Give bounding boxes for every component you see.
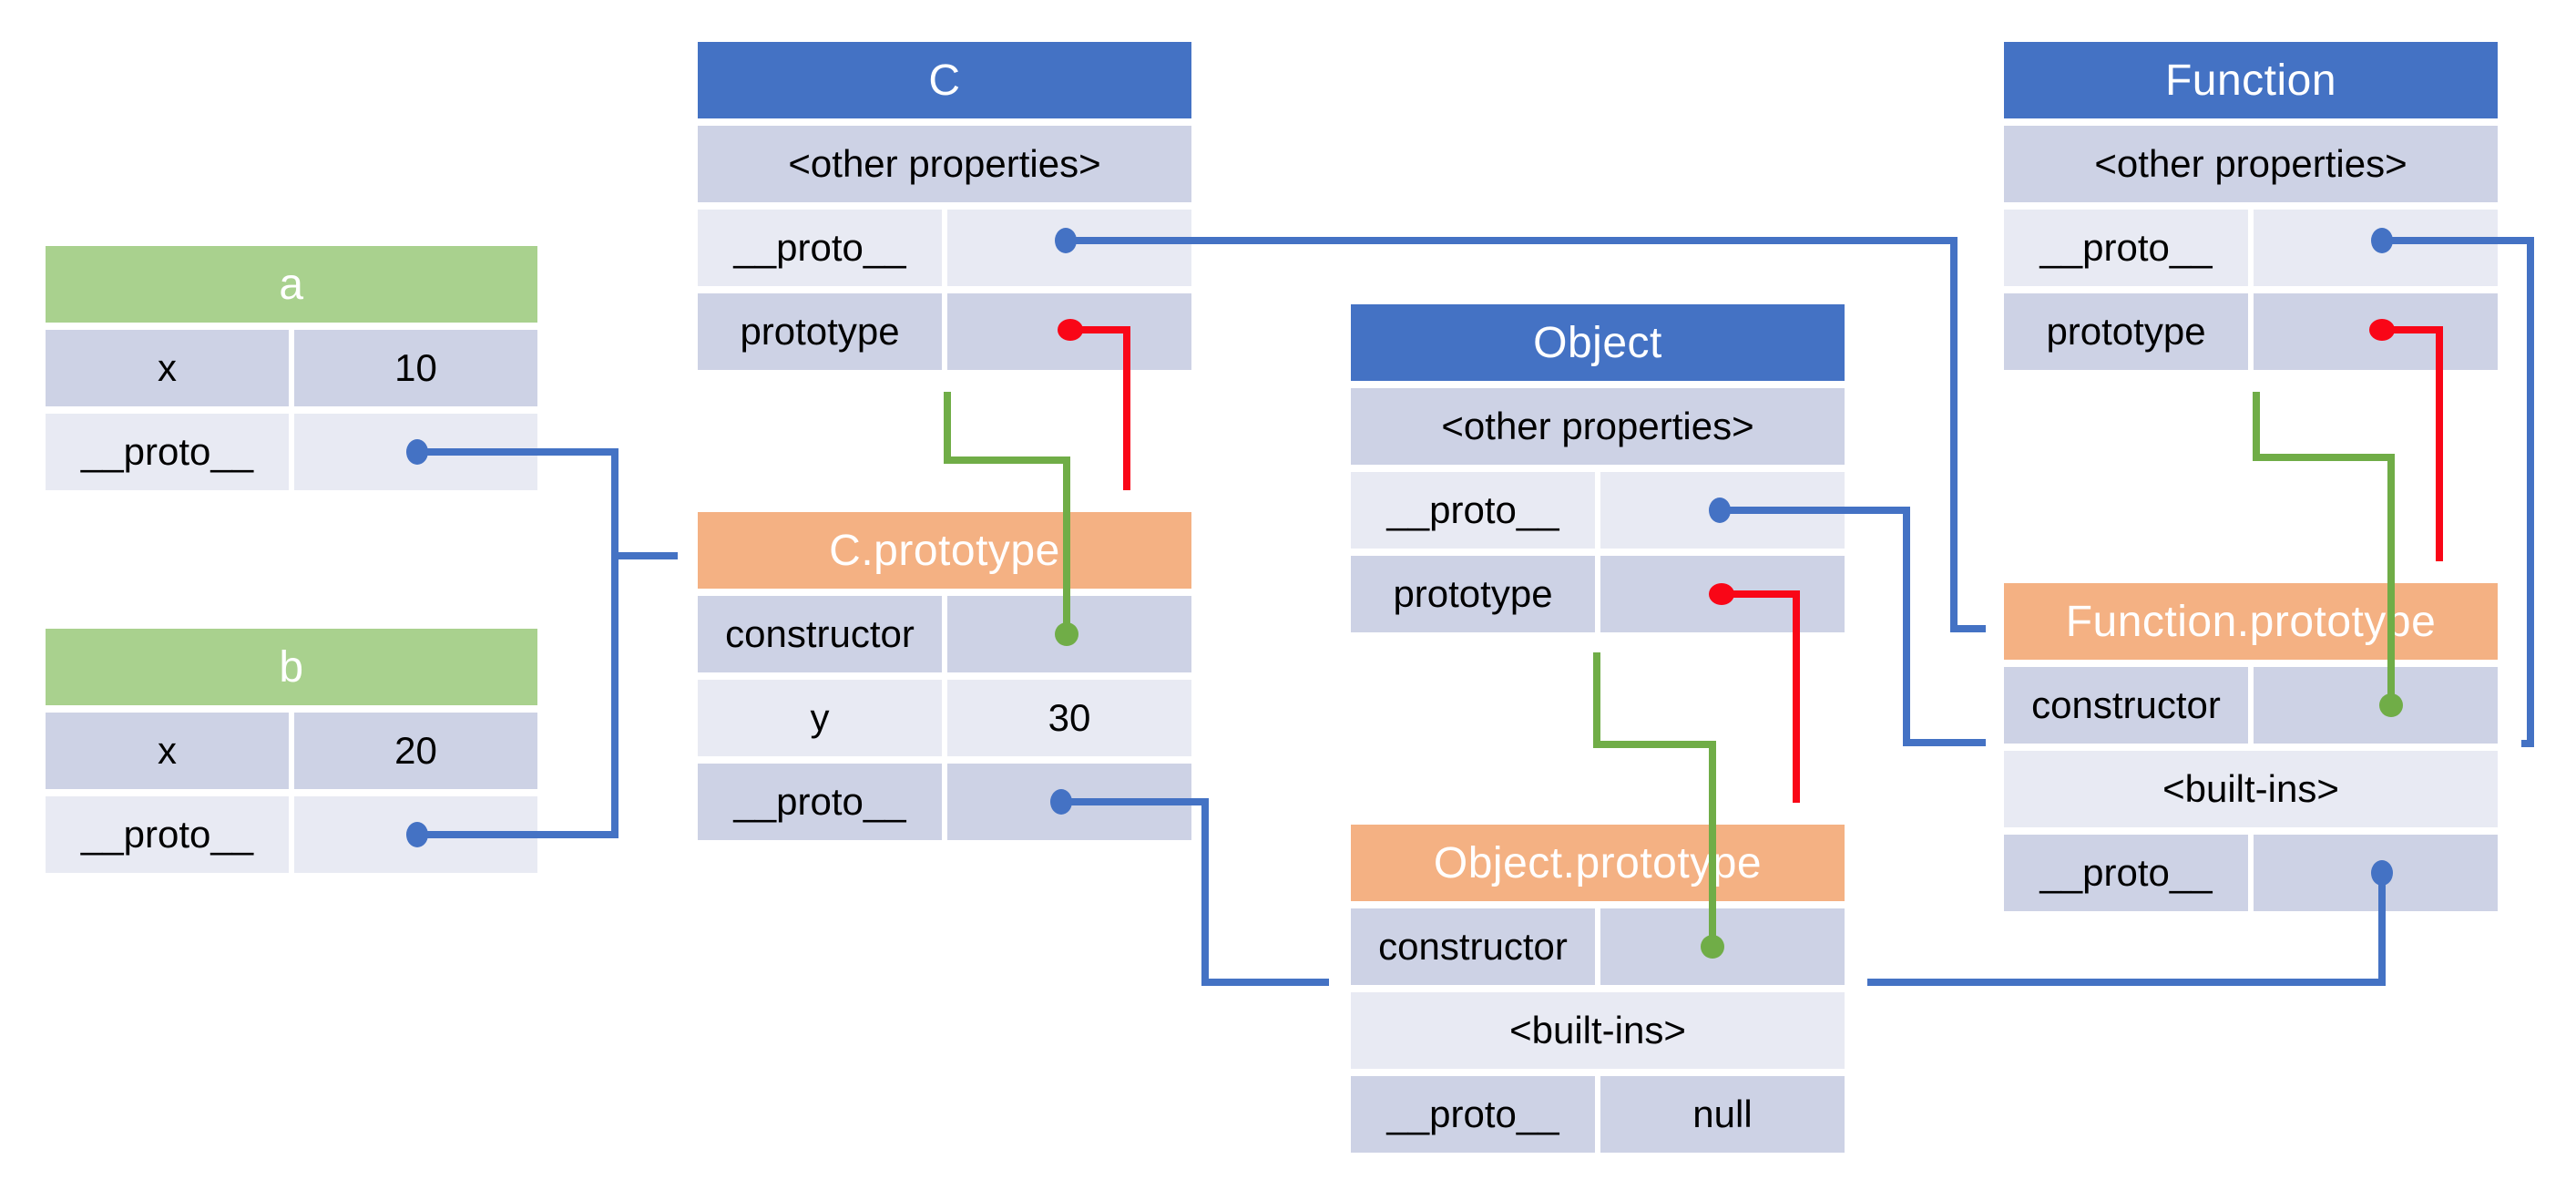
table-row: prototype [2004,293,2498,370]
property-name-cell: __proto__ [698,764,942,840]
table-row: <other properties> [1351,388,1845,465]
property-value-cell [294,796,537,873]
property-name-cell: prototype [698,293,942,370]
property-value-cell [1600,908,1845,985]
table-row: <built-ins> [1351,992,1845,1069]
property-name-cell: y [698,680,942,756]
table-row: __proto__ [1351,472,1845,549]
table-c: C <other properties> __proto__ prototype [698,42,1191,370]
property-name-cell: <built-ins> [1351,992,1845,1069]
property-value-cell [1600,472,1845,549]
property-name-cell: prototype [1351,556,1595,632]
table-header: Function.prototype [2004,583,2498,660]
table-function: Function <other properties> __proto__ pr… [2004,42,2498,370]
property-name-cell: __proto__ [2004,835,2248,911]
table-row: __proto__ [46,414,537,490]
table-row: __proto__ [2004,835,2498,911]
property-value-cell [947,596,1191,672]
property-value-cell [1600,556,1845,632]
table-row: <other properties> [698,126,1191,202]
property-value-cell: 20 [294,713,537,789]
table-row: constructor [698,596,1191,672]
property-value-cell: null [1600,1076,1845,1153]
table-object: Object <other properties> __proto__ prot… [1351,304,1845,632]
property-name-cell: prototype [2004,293,2248,370]
table-b: b x 20 __proto__ [46,629,537,873]
property-name-cell: __proto__ [46,414,289,490]
property-value-cell [2254,667,2498,744]
property-value-cell [947,210,1191,286]
table-row: __proto__ [2004,210,2498,286]
table-header: Function [2004,42,2498,118]
property-value-cell [2254,293,2498,370]
table-function-prototype: Function.prototype constructor <built-in… [2004,583,2498,911]
property-name-cell: __proto__ [1351,472,1595,549]
property-name-cell: __proto__ [1351,1076,1595,1153]
table-row: x 10 [46,330,537,406]
table-row: prototype [1351,556,1845,632]
property-name-cell: x [46,330,289,406]
property-value-cell [2254,835,2498,911]
property-name-cell: __proto__ [698,210,942,286]
table-row: constructor [1351,908,1845,985]
property-value-cell: 30 [947,680,1191,756]
table-row: y 30 [698,680,1191,756]
property-name-cell: constructor [1351,908,1595,985]
property-name-cell: constructor [2004,667,2248,744]
property-name-cell: __proto__ [46,796,289,873]
property-value-cell [947,764,1191,840]
property-name-cell: <other properties> [2004,126,2498,202]
table-header: Object [1351,304,1845,381]
table-header: C.prototype [698,512,1191,589]
property-value-cell [2254,210,2498,286]
property-name-cell: <built-ins> [2004,751,2498,827]
property-name-cell: __proto__ [2004,210,2248,286]
table-a: a x 10 __proto__ [46,246,537,490]
table-header: b [46,629,537,705]
table-row: <other properties> [2004,126,2498,202]
property-name-cell: <other properties> [698,126,1191,202]
property-name-cell: x [46,713,289,789]
property-value-cell [294,414,537,490]
table-object-prototype: Object.prototype constructor <built-ins>… [1351,825,1845,1153]
property-name-cell: constructor [698,596,942,672]
property-value-cell: 10 [294,330,537,406]
table-c-prototype: C.prototype constructor y 30 __proto__ [698,512,1191,840]
table-row: __proto__ [698,210,1191,286]
table-header: C [698,42,1191,118]
table-header: Object.prototype [1351,825,1845,901]
table-header: a [46,246,537,323]
table-row: constructor [2004,667,2498,744]
table-row: <built-ins> [2004,751,2498,827]
table-row: prototype [698,293,1191,370]
table-row: __proto__ [46,796,537,873]
table-row: __proto__ null [1351,1076,1845,1153]
property-value-cell [947,293,1191,370]
table-row: __proto__ [698,764,1191,840]
property-name-cell: <other properties> [1351,388,1845,465]
table-row: x 20 [46,713,537,789]
